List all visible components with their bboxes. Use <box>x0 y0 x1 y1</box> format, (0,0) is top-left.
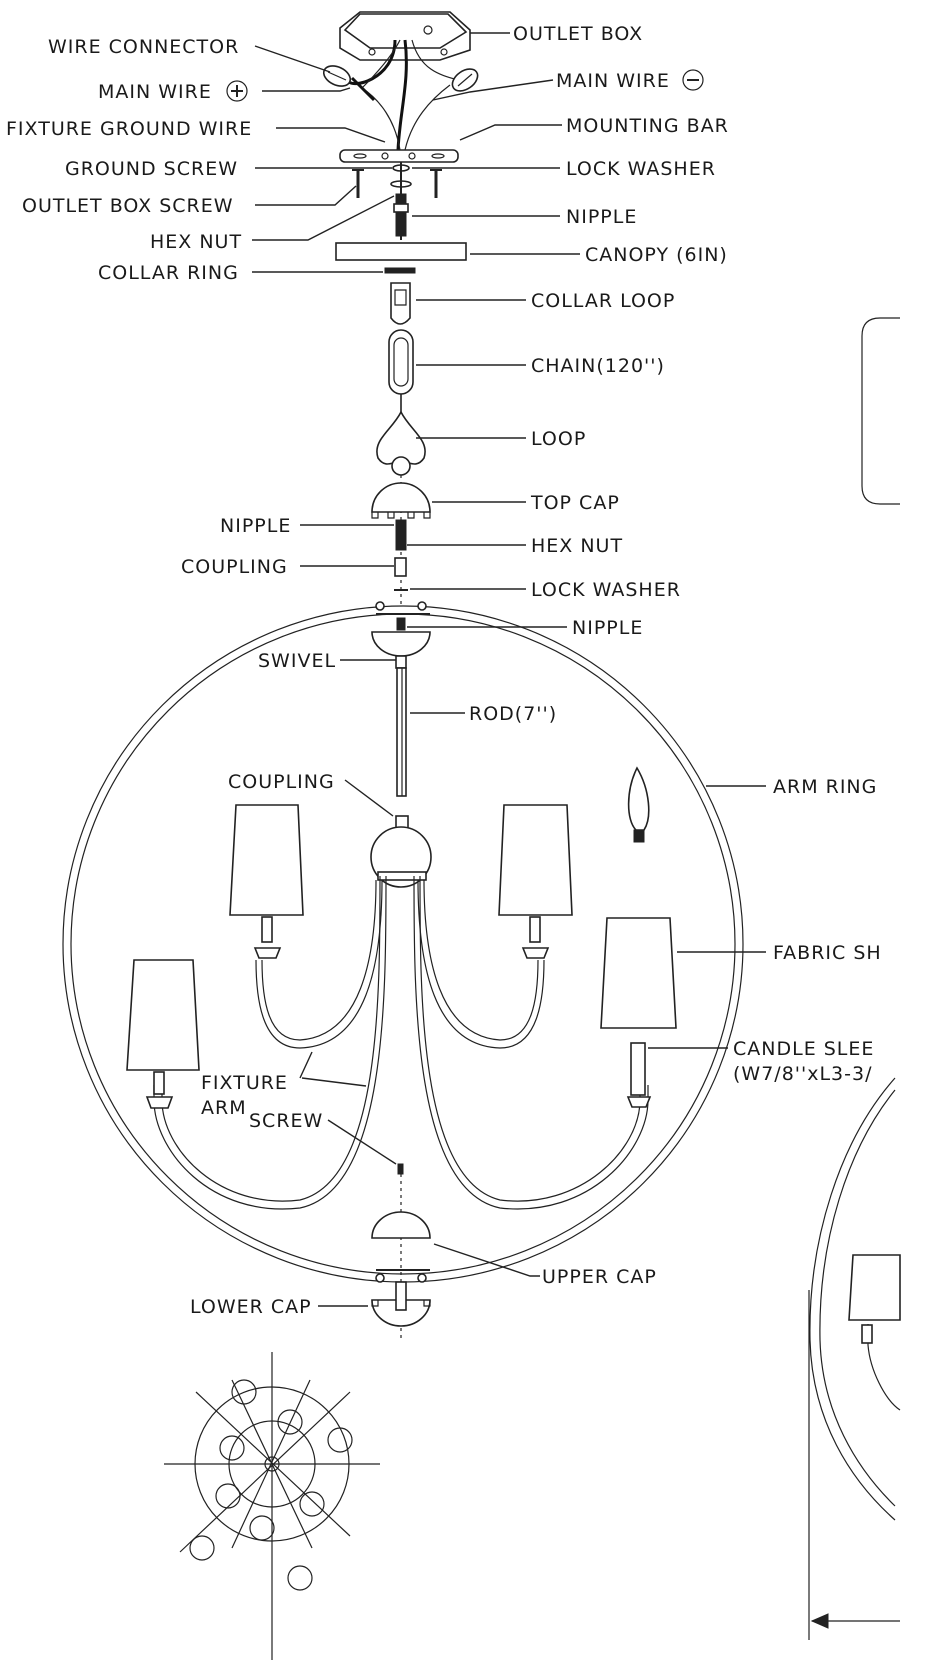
collar-ring <box>384 267 416 274</box>
top-cap <box>371 482 431 519</box>
shade-inner-left <box>229 804 304 959</box>
label-outlet-box: OUTLET BOX <box>513 23 643 45</box>
top-view-diagram <box>164 1352 380 1660</box>
nipple-mid <box>395 519 407 551</box>
minus-icon <box>682 69 704 91</box>
leader-lines <box>252 32 766 1307</box>
label-hex-nut-top: HEX NUT <box>150 231 242 253</box>
shade-inner-right <box>498 804 573 959</box>
bulb-icon <box>627 766 650 843</box>
outlet-box <box>339 11 471 61</box>
canopy <box>335 242 467 261</box>
screw <box>397 1163 404 1340</box>
swivel <box>371 631 431 669</box>
label-outlet-box-screw: OUTLET BOX SCREW <box>22 195 234 217</box>
shade-outer-left <box>126 959 200 1109</box>
nipple-assembly-top <box>390 162 412 240</box>
wire-connector-right <box>451 68 479 92</box>
label-arm-ring: ARM RING <box>773 776 877 798</box>
label-chain: CHAIN(120'') <box>531 355 665 377</box>
label-collar-loop: COLLAR LOOP <box>531 290 675 312</box>
label-fixture-arm-line1: FIXTURE <box>201 1072 288 1094</box>
label-lock-washer-mid: LOCK WASHER <box>531 579 681 601</box>
label-nipple-top: NIPPLE <box>566 206 637 228</box>
label-wire-connector: WIRE CONNECTOR <box>48 36 239 58</box>
label-candle-sleeve-line1: CANDLE SLEE <box>733 1038 874 1060</box>
fixture-arms <box>153 875 649 1210</box>
mounting-bar <box>339 149 459 163</box>
label-nipple-ring: NIPPLE <box>572 617 643 639</box>
label-ground-screw: GROUND SCREW <box>65 158 238 180</box>
center-body <box>370 826 432 888</box>
outlet-box-screw <box>352 169 442 198</box>
label-lock-washer-top: LOCK WASHER <box>566 158 716 180</box>
label-canopy: CANOPY (6IN) <box>585 244 728 266</box>
label-nipple-mid: NIPPLE <box>220 515 291 537</box>
label-collar-ring: COLLAR RING <box>98 262 239 284</box>
label-main-wire-pos: MAIN WIRE <box>98 81 212 103</box>
coupling-mid <box>394 557 407 577</box>
label-fixture-ground-wire: FIXTURE GROUND WIRE <box>6 118 252 140</box>
label-rod: ROD(7'') <box>469 703 557 725</box>
label-lower-cap: LOWER CAP <box>190 1296 312 1318</box>
label-mounting-bar: MOUNTING BAR <box>566 115 729 137</box>
loop <box>376 410 426 476</box>
lower-cap <box>371 1281 431 1327</box>
info-box-edge <box>861 317 900 505</box>
label-main-wire-neg: MAIN WIRE <box>556 70 670 92</box>
label-swivel: SWIVEL <box>258 650 336 672</box>
upper-cap <box>371 1211 431 1239</box>
label-screw: SCREW <box>249 1110 323 1132</box>
label-coupling-mid: COUPLING <box>181 556 288 578</box>
label-fixture-arm-line2: ARM <box>201 1097 247 1119</box>
label-upper-cap: UPPER CAP <box>542 1266 657 1288</box>
plus-icon <box>226 80 248 102</box>
label-hex-nut-mid: HEX NUT <box>531 535 623 557</box>
nipple-ring <box>396 617 406 631</box>
wire-connector-left <box>322 65 352 87</box>
label-fabric-shade: FABRIC SH <box>773 942 882 964</box>
dimension-view-partial <box>808 1077 901 1640</box>
label-loop: LOOP <box>531 428 586 450</box>
fabric-shade <box>600 917 677 1029</box>
collar-loop <box>390 282 411 325</box>
label-coupling-low: COUPLING <box>228 771 335 793</box>
rod <box>396 667 407 797</box>
chain <box>388 329 414 412</box>
label-candle-sleeve-line2: (W7/8''xL3-3/ <box>733 1063 873 1085</box>
candle-sleeve <box>626 1042 652 1108</box>
label-top-cap: TOP CAP <box>530 492 620 514</box>
